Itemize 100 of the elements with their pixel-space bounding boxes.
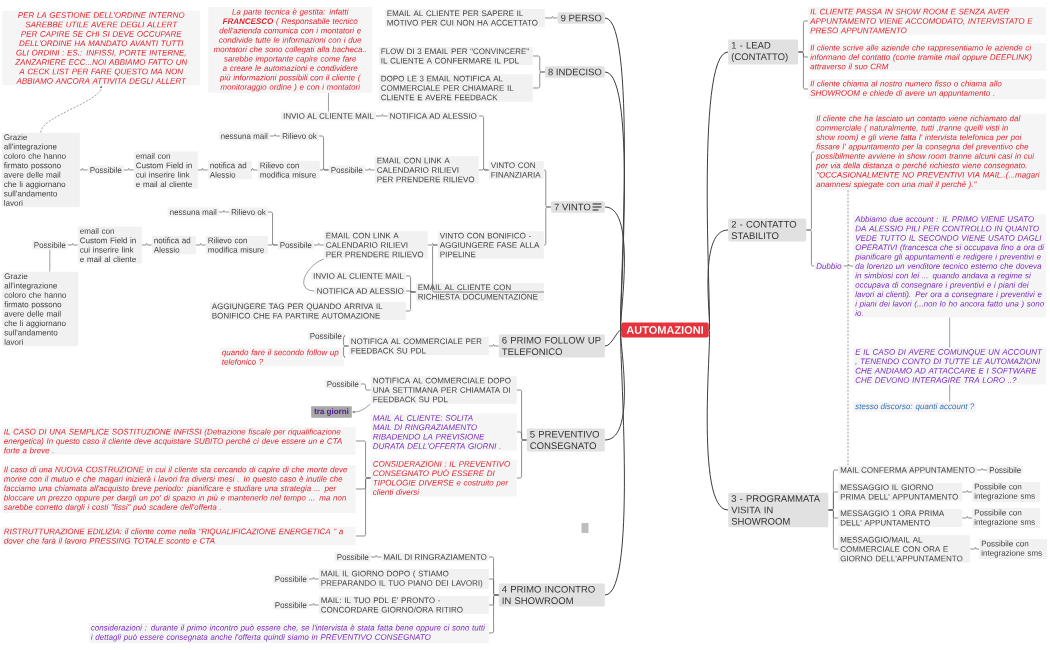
subtopic-box: EMAIL AL CLIENTE PER SAPERE IL MOTIVO PER CUI NON HA ACCETTATO: [384, 8, 545, 28]
note-box: Abbiamo due account : IL PRIMO VIENE USATO DA ALESSIO PILI PER CONTROLLO IN QUANTO VEDE TUTTO IL SECONDO VIENE USATO DAGLI OPERATIVI (francesca che si occupava fino a ora di pianificare gli appuntamenti e redigere i preventivi e da lorenzo un venditore tecnico esterno che doveva in simbiosi con lei ... quando andava a regime si occupava di consegnare i preventivi e i piani dei lavori ai clienti). Per ora a consegnare i preventivi e i piani dei lavori (...non lo ho ancora fatto una ) sono io.: [853, 214, 1047, 318]
connector-line: [962, 516, 973, 519]
note-box: quando fare il secondo follow up telefonico ?: [219, 347, 344, 367]
subtopic-box: NOTIFICA AD ALESSIO: [314, 286, 406, 296]
subtopic-box: Possibile con integrazione sms: [979, 539, 1048, 559]
connector-line: [267, 243, 278, 246]
subtopic-box: Rilievo ok: [229, 207, 268, 217]
subtopic-box: Possibile con integrazione sms: [972, 482, 1041, 502]
subtopic-box: NOTIFICA AL COMMERCIALE PER FEEDBACK SU PDL: [348, 336, 489, 356]
subtopic-box: Grazie all'integrazione coloro che hanno firmato possono avere delle mail che li aggiornano sull'andamento lavori: [2, 271, 79, 347]
note-box: Dubbio: [814, 261, 844, 271]
subtopic-box: MESSAGGIO 1 ORA PRIMA DELL' APPUNTAMENTO: [838, 508, 963, 527]
note-box: MAIL AL CLIENTE: SOLITA MAIL DI RINGRAZIAMENTO RIBADENDO LA PREVISIONE DURATA DELL'OFFERTA GIORNI .: [370, 413, 517, 451]
subtopic-box: Possibile: [31, 240, 68, 250]
connector-line: [355, 477, 371, 537]
connector-line: [544, 16, 558, 19]
subtopic-box: MAIL CONFERMA APPUNTAMENTO: [838, 465, 978, 475]
connector-line: [532, 71, 546, 89]
subtopic-box: EMAIL CON LINK A CALENDARIO RILIEVI PER PRENDERE RILIEVO: [374, 156, 479, 184]
subtopic-box: Possibile: [272, 600, 309, 610]
relationship-line: [949, 384, 950, 402]
subtopic-box: INVIO AL CLIENTE MAIL: [281, 111, 376, 121]
note-box: IL CASO DI UNA SEMPLICE SOSTITUZIONE INFISSI (Detrazione fiscale per riqualificazione energetica) In questo caso il cliente deve acquistare SUBITO perché ci deve essere un e CTA forte a breve .: [1, 427, 356, 455]
connector-line: [432, 244, 545, 293]
note-box: stesso discorso: quanti account ?: [853, 401, 977, 413]
connector-line: [364, 168, 375, 171]
connector-line: [488, 344, 499, 347]
subtopic-box: Possibile: [87, 165, 124, 175]
branch-curve: [604, 71, 625, 331]
connector-line: [976, 468, 988, 471]
connector-line: [488, 594, 499, 634]
subtopic-box: DOPO LE 3 EMAIL NOTIFICA AL COMMERCIALE PER CHIAMARE IL CLIENTE E AVERE FEEDBACK: [378, 74, 533, 102]
empty-topic-box: [581, 523, 589, 533]
connector-line: [123, 168, 134, 171]
note-box: PER LA GESTIONE DELL'ORDINE INTERNO SAREBBE UTILE AVERE DEGLI ALLERT PER CAPIRE SE CHI SI DEVE OCCUPARE DELL'ORDINE HA MANDATO AVANTI TUTTI GLI ORDINI : ES.: INFISSI, PORTE INTERNE, ZANZARIERE ECC...NOI ABBIAMO FATTO UN A CECK LIST PER FARE QUESTO MA NON ABBIAMO ANCORA ATTIVITA DEGLI ALLERT: [2, 10, 201, 86]
connector-line: [250, 168, 258, 171]
subtopic-box: nessuna mail: [218, 131, 270, 141]
note-box: E IL CASO DI AVERE COMUNQUE UN ACCOUNT , TENENDO CONTO DI TUTTE LE AUTOMAZIONI CHE ANDIAMO AD ATTACCARE E I SOFTWARE CHE DEVONO INTERAGIRE TRA LORO ..?: [853, 347, 1047, 385]
subtopic-box: MAIL DI RINGRAZIAMENTO: [381, 552, 489, 562]
note-box: Il cliente chiama al nostro numero fisso o chiama allo SHOWROOM e chiede di avere un appuntamento .: [808, 79, 1047, 99]
topic-box: 5 PREVENTIVO CONSEGNATO: [526, 428, 605, 452]
subtopic-box: MESSAGGIO IL GIORNO PRIMA DELL' APPUNTAMENTO: [838, 482, 963, 502]
connector-line: [79, 168, 88, 171]
subtopic-box: Rilievo con modifica misure: [205, 235, 268, 255]
tag-box: tra giorni: [311, 406, 352, 418]
branch-curve: [604, 329, 625, 596]
subtopic-box: Possibile con integrazione sms: [972, 508, 1041, 528]
connector-line: [970, 547, 980, 550]
subtopic-box: FLOW DI 3 EMAIL PER "CONVINCERE" IL CLIENTE A CONFERMARE IL PDL: [378, 46, 533, 66]
subtopic-box: Grazie all'integrazione coloro che hanno firmato possono avere delle mail che li aggiornano sull'andamento lavori: [1, 132, 80, 208]
connector-line: [218, 210, 230, 213]
branch-curve: [604, 17, 625, 331]
subtopic-box: Possibile: [334, 552, 371, 562]
relationship-arrow: [352, 403, 371, 414]
connector-line: [516, 439, 527, 479]
connector-line: [543, 206, 552, 246]
connector-line: [141, 243, 152, 246]
topic-box: 3 - PROGRAMMATA VISITA IN SHOWROOM: [728, 492, 829, 528]
connector-line: [405, 291, 416, 312]
connector-line: [478, 115, 489, 171]
topic-box: 1 - LEAD (CONTATTO): [728, 39, 799, 65]
subtopic-box: NOTIFICA AL COMMERCIALE DOPO UNA SETTIMANA PER CHIAMATA DI FEEDBACK SU PDL: [370, 376, 517, 404]
subtopic-box: Possibile: [307, 331, 344, 341]
connector-line: [806, 229, 815, 267]
note-box: Il cliente che ha lasciato un contatto viene richiamato dal commerciale ( naturalmente, tutti ,tranne quelli visti in show room) e gli viene fatta l' intervista telefonica per poi fissare l' appuntamento per la consegna del preventivo che possibilmente avviene in show room tranne alcuni casi in cui per via della distanza o perché richiesto viene consegnato. "OCCASIONALMENTE NO PREVENTIVI VIA MAIL..(...magari anamnesi spiegate con una mail il perché ).": [814, 113, 1047, 191]
topic-box: 9 PERSO: [557, 12, 605, 24]
connector-line: [375, 114, 388, 117]
connector-line: [962, 490, 973, 493]
subtopic-box: MAIL: IL TUO PDL E' PRONTO - CONCORDARE GIORNO/ORA RITIRO: [318, 595, 489, 614]
note-box: Il cliente scrive alle aziende che rappresentiamo le aziende ci informano del contatto (come tramite mail oppure DEEPLINK) attraverso il suo CRM: [808, 43, 1047, 71]
subtopic-box: Rilievo ok: [280, 131, 319, 141]
connector-line: [67, 243, 78, 246]
relationship-line: [49, 249, 51, 272]
topic-box: 2 - CONTATTO STABILITO: [728, 218, 807, 242]
subtopic-box: Possibile: [324, 379, 361, 389]
subtopic-box: email con Custom Field in cui inserire link e mail al cliente: [77, 226, 142, 264]
subtopic-box: INVIO AL CLIENTE MAIL: [311, 271, 406, 281]
connector-line: [370, 555, 382, 558]
branch-curve: [706, 51, 729, 331]
note-box: CONSIDERAZIONI : IL PREVENTIVO CONSEGNATO PUÒ ESSERE DI TIPOLOGIE DIVERSE e costruito per clienti diversi: [370, 459, 517, 497]
connector-line: [308, 603, 319, 606]
subtopic-box: VINTO CON FINANZIARIA: [488, 161, 544, 179]
subtopic-box: Possibile: [277, 240, 314, 250]
subtopic-box: email con Custom Field in cui inserire link e mail al cliente: [133, 151, 198, 189]
connector-line: [197, 168, 208, 171]
subtopic-box: notifica ad Alessio: [151, 235, 196, 255]
connector-line: [319, 168, 329, 171]
relationship-line: [328, 92, 329, 112]
relationship-line: [949, 317, 950, 348]
dashed-arrow: [40, 85, 103, 133]
subtopic-box: nessuna mail: [167, 207, 219, 217]
connector-line: [843, 264, 854, 267]
subtopic-box: Possibile: [328, 165, 365, 175]
branch-curve: [706, 329, 729, 511]
topic-box: 4 PRIMO INCONTRO IN SHOWROOM: [498, 583, 605, 607]
subtopic-box: Possibile: [987, 465, 1024, 475]
note-box: La parte tecnica è gestita: infatti FRANCESCO ( Responsabile tecnico dell'azienda comunica con i montatori e condivide tutte le informazioni con i due montatori che sono collegati alla bacheca.. sarebbe importante capire come fare a creare le automazioni e condividere più informazioni possibili con il cliente ( monitoraggio ordine ) e con i montatori: [208, 7, 373, 93]
subtopic-box: VINTO CON BONIFICO - AGGIUNGERE FASE ALLA PIPELINE: [437, 231, 544, 259]
branch-curve: [604, 329, 625, 441]
